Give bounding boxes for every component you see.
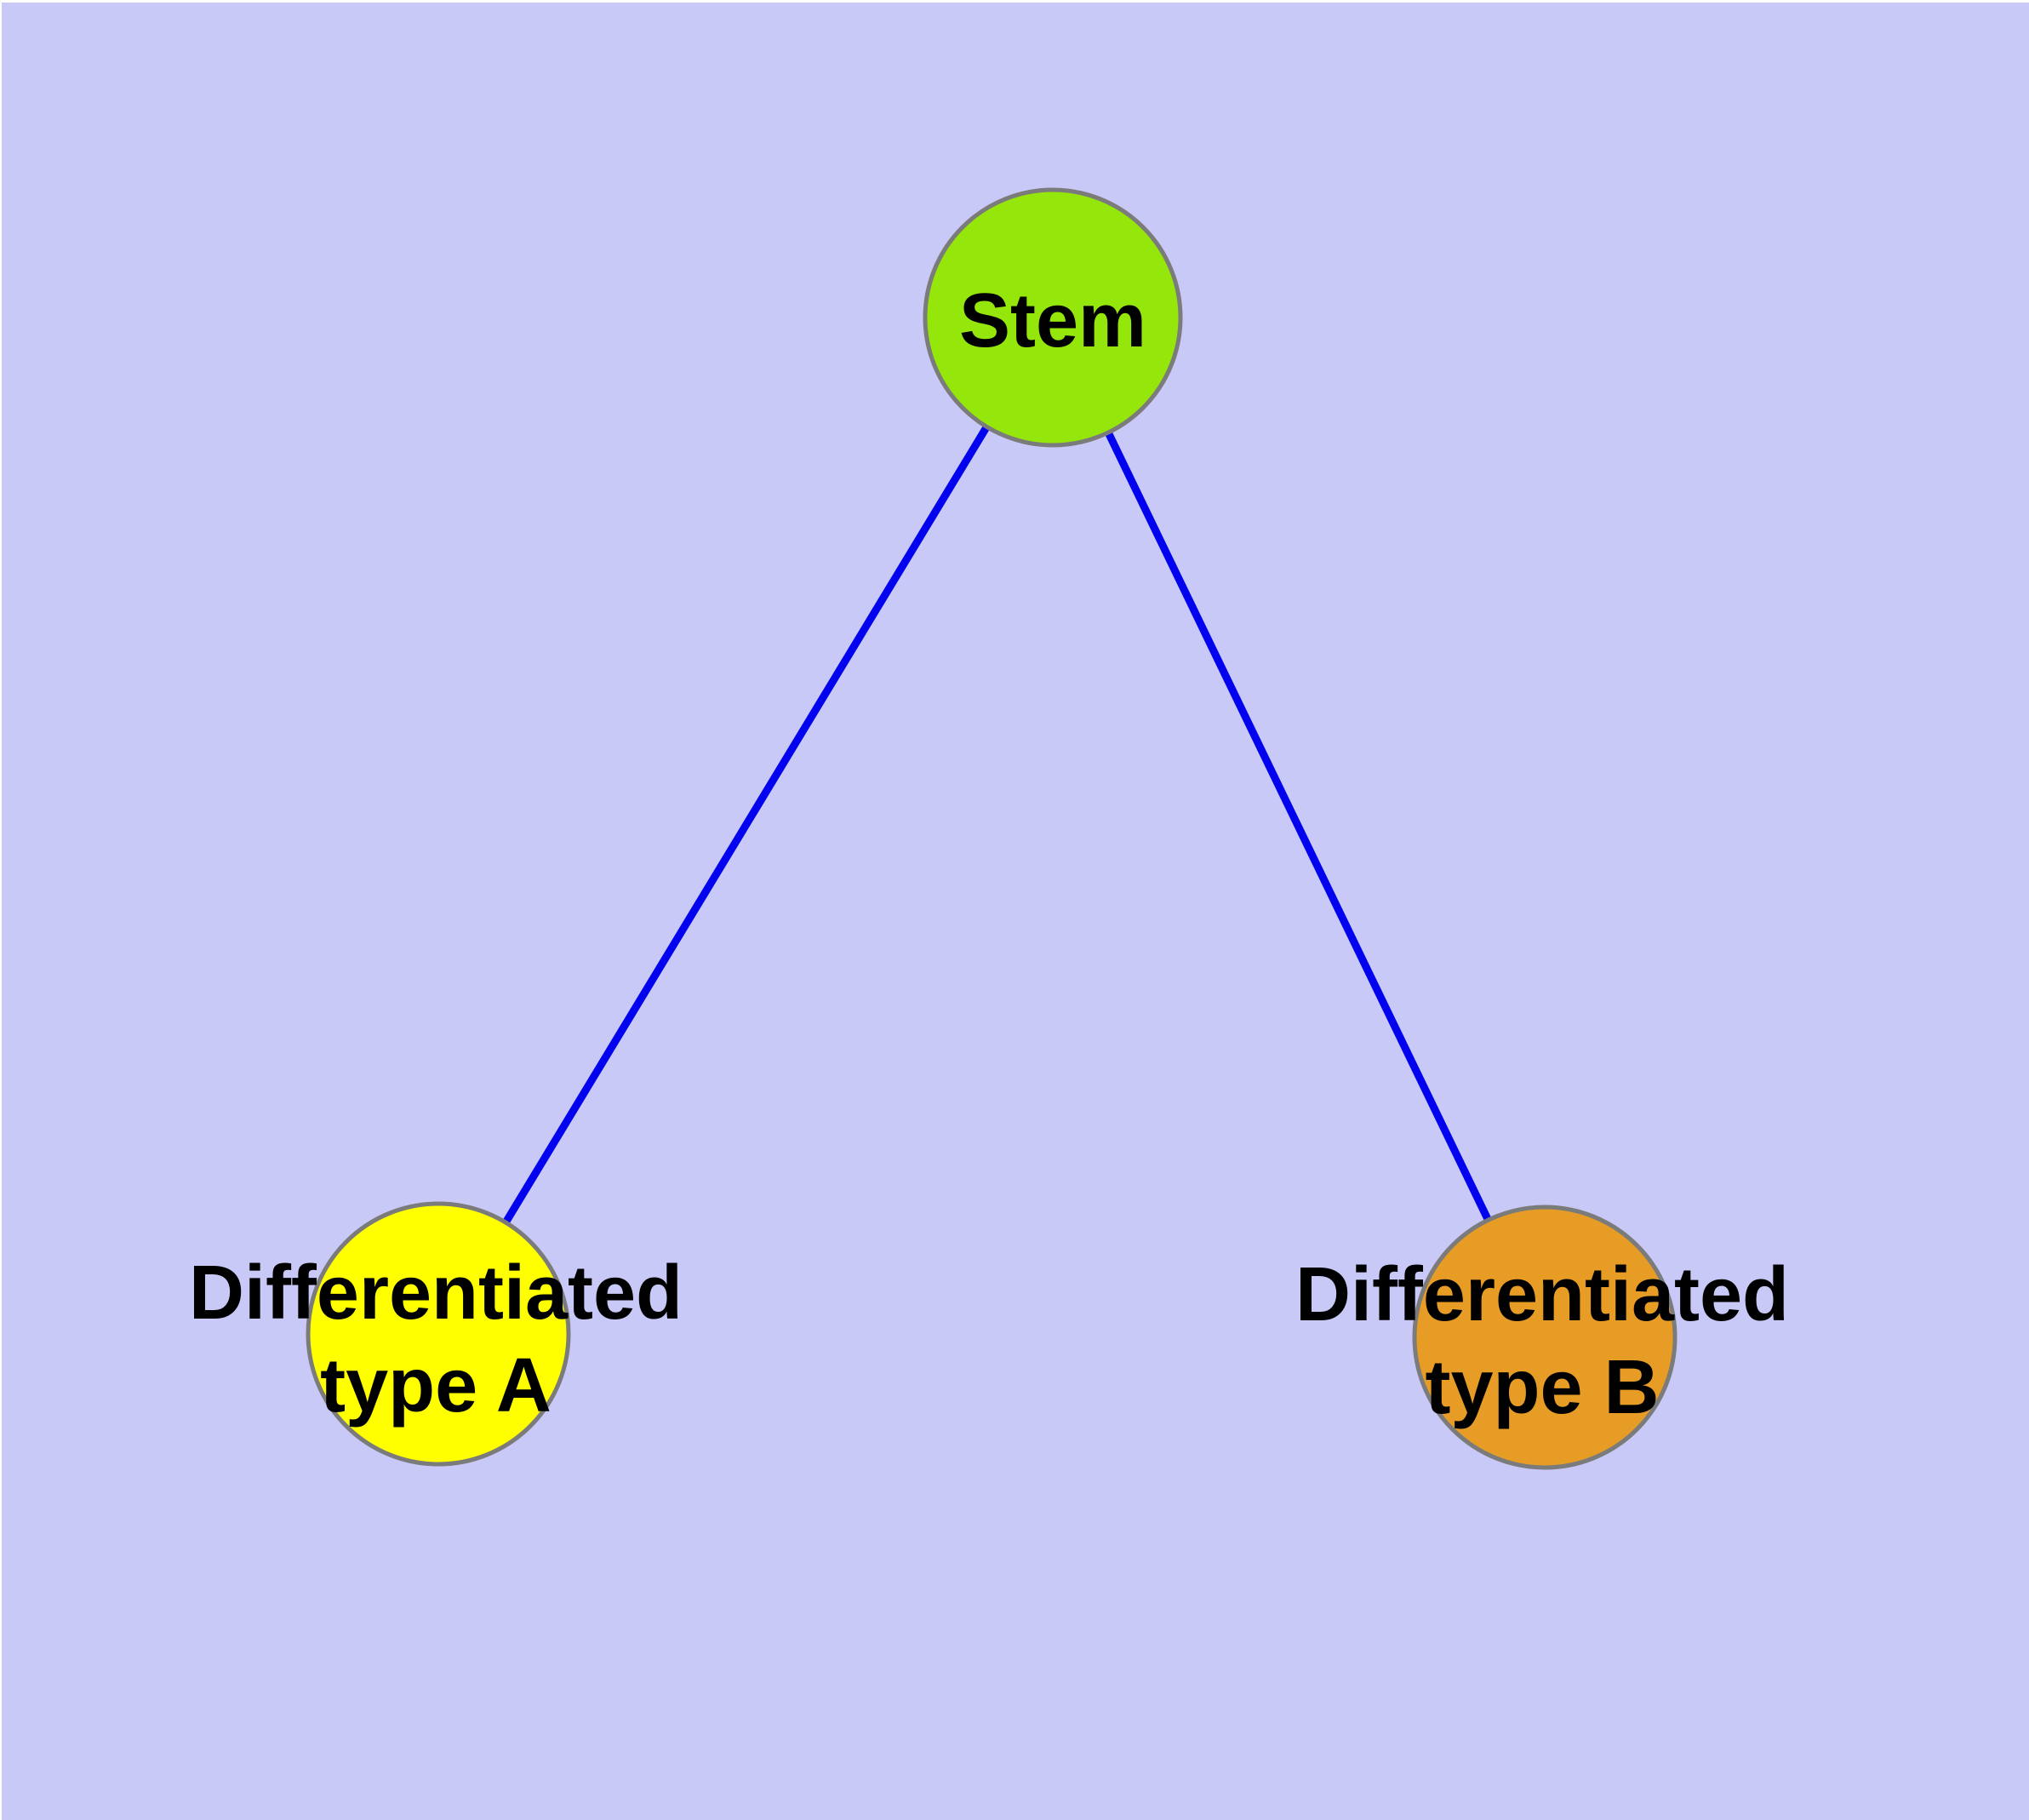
node-label-type-b-line2: type B	[1425, 1345, 1659, 1430]
node-label-stem: Stem	[959, 278, 1146, 363]
edge-group	[435, 315, 1549, 1339]
node-label-type-a-line1: Differentiated	[189, 1251, 683, 1336]
node-label-type-b-line1: Differentiated	[1295, 1252, 1789, 1337]
node-stem	[923, 187, 1183, 448]
node-label-type-a-line2: type A	[320, 1343, 552, 1428]
node-type-b	[1412, 1205, 1677, 1470]
node-circle-stem	[923, 187, 1183, 448]
node-type-a	[306, 1201, 571, 1467]
node-circle-type-a	[306, 1201, 571, 1467]
node-circle-type-b	[1412, 1205, 1677, 1470]
edge-stem-to-type-a	[435, 315, 1056, 1336]
edge-stem-to-type-b	[1049, 316, 1549, 1339]
